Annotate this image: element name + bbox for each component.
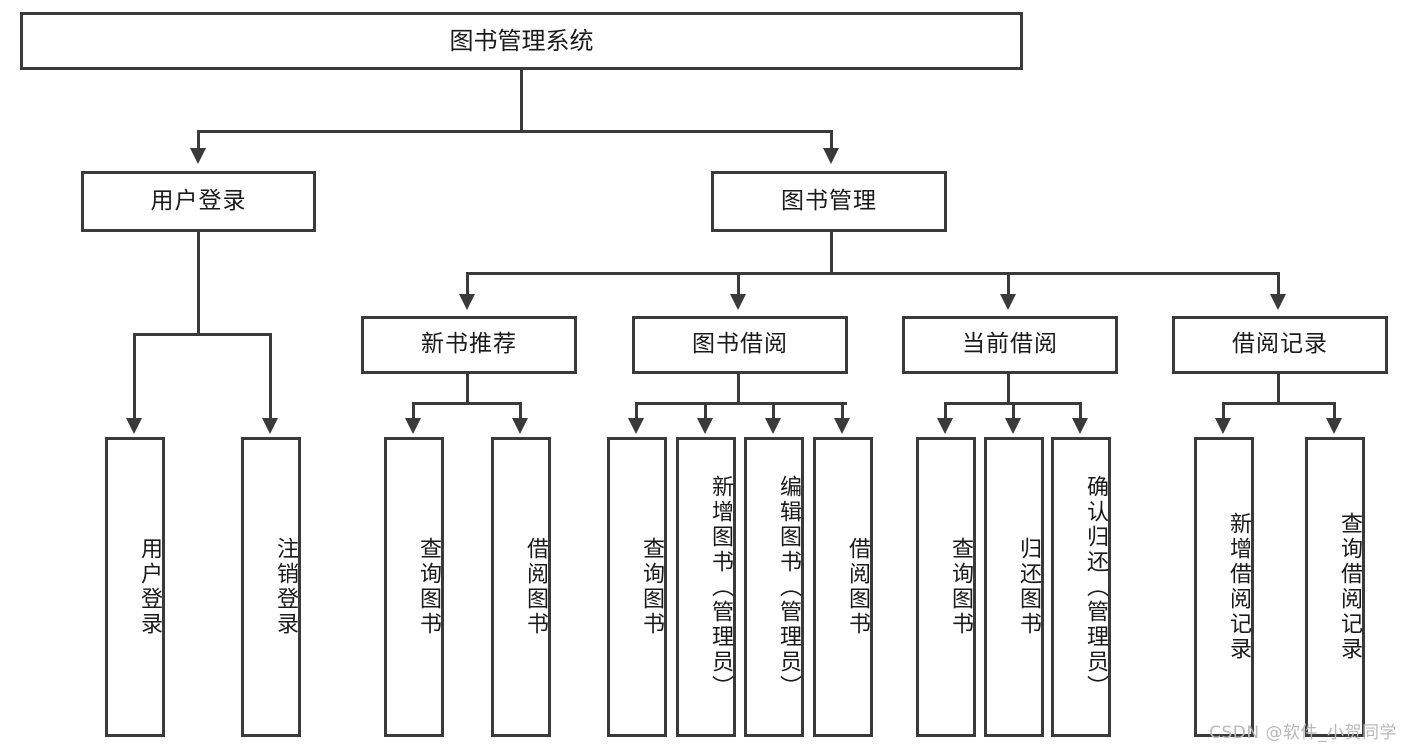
connector-br-drop-2 (1333, 402, 1336, 418)
node-label: 借阅图书 (845, 537, 870, 637)
connector-bb-bus (635, 402, 847, 405)
arrow-to-bb-leaf-2 (697, 418, 713, 434)
node-label: 新书推荐 (421, 331, 517, 358)
leaf-query-borrow-record[interactable]: 查询借阅记录 (1305, 437, 1365, 737)
connector-bm-drop-2 (737, 272, 740, 294)
leaf-query-books-bb[interactable]: 查询图书 (607, 437, 667, 737)
arrow-to-bb-leaf-4 (834, 418, 850, 434)
leaf-borrow-books-nbr[interactable]: 借阅图书 (491, 437, 551, 737)
node-label: 查询图书 (416, 537, 441, 637)
leaf-confirm-return-admin[interactable]: 确认归还（管理员） (1051, 437, 1111, 737)
connector-user-login-trunk (197, 232, 200, 335)
leaf-logout[interactable]: 注销登录 (241, 437, 301, 737)
node-label: 注销登录 (273, 537, 298, 637)
node-label: 查询图书 (639, 537, 664, 637)
arrow-to-borrow-record (1270, 294, 1286, 310)
connector-nbr-drop-2 (519, 402, 522, 418)
connector-bb-drop-3 (772, 402, 775, 418)
arrow-to-nbr-leaf-1 (405, 418, 421, 434)
arrow-to-cb-leaf-3 (1072, 418, 1088, 434)
connector-bb-trunk (737, 374, 740, 404)
connector-bb-drop-4 (841, 402, 844, 418)
connector-bb-drop-2 (704, 402, 707, 418)
node-book-management[interactable]: 图书管理 (711, 171, 947, 232)
leaf-add-book-admin[interactable]: 新增图书（管理员） (676, 437, 736, 737)
connector-book-management-trunk (830, 232, 833, 274)
connector-nbr-bus (412, 402, 522, 405)
node-new-book-recommend[interactable]: 新书推荐 (361, 316, 577, 374)
connector-user-login-drop-1 (133, 333, 136, 418)
connector-cb-drop-2 (1012, 402, 1015, 418)
arrow-to-book-management (823, 148, 839, 164)
node-label: 编辑图书（管理员） (776, 474, 801, 700)
connector-cb-trunk (1007, 374, 1010, 404)
arrow-to-user-login-leaf-1 (126, 418, 142, 434)
leaf-add-borrow-record[interactable]: 新增借阅记录 (1194, 437, 1254, 737)
leaf-query-books-cb[interactable]: 查询图书 (916, 437, 976, 737)
node-label: 图书借阅 (692, 331, 788, 358)
connector-br-bus (1222, 402, 1336, 405)
node-label: 新增借阅记录 (1226, 512, 1251, 662)
arrow-to-current-borrow (1000, 294, 1016, 310)
connector-root-bus (197, 130, 833, 133)
arrow-to-bb-leaf-3 (765, 418, 781, 434)
leaf-query-books-nbr[interactable]: 查询图书 (384, 437, 444, 737)
connector-nbr-trunk (466, 374, 469, 404)
node-label: 借阅图书 (523, 537, 548, 637)
node-label: 确认归还（管理员） (1083, 474, 1108, 700)
arrow-to-br-leaf-2 (1326, 418, 1342, 434)
arrow-to-book-borrow (730, 294, 746, 310)
connector-book-management-bus (466, 272, 1280, 275)
node-label: 当前借阅 (962, 331, 1058, 358)
node-label: 查询图书 (948, 537, 973, 637)
connector-root-drop-left (197, 130, 200, 150)
leaf-return-books[interactable]: 归还图书 (984, 437, 1044, 737)
connector-nbr-drop-1 (412, 402, 415, 418)
leaf-user-login[interactable]: 用户登录 (105, 437, 165, 737)
connector-bb-drop-1 (635, 402, 638, 418)
node-label: 图书管理系统 (449, 26, 594, 55)
connector-user-login-bus (133, 333, 272, 336)
arrow-to-br-leaf-1 (1215, 418, 1231, 434)
node-label: 归还图书 (1016, 537, 1041, 637)
arrow-to-new-book-recommend (459, 294, 475, 310)
connector-bm-drop-3 (1007, 272, 1010, 294)
node-current-borrow[interactable]: 当前借阅 (902, 316, 1118, 374)
connector-root-trunk (520, 70, 523, 132)
node-label: 图书管理 (781, 187, 877, 214)
connector-bm-drop-1 (466, 272, 469, 294)
node-user-login[interactable]: 用户登录 (81, 171, 316, 232)
node-label: 用户登录 (150, 187, 247, 214)
arrow-to-nbr-leaf-2 (512, 418, 528, 434)
arrow-to-user-login-leaf-2 (262, 418, 278, 434)
connector-user-login-drop-2 (269, 333, 272, 418)
leaf-edit-book-admin[interactable]: 编辑图书（管理员） (744, 437, 804, 737)
connector-bm-drop-4 (1277, 272, 1280, 294)
node-label: 借阅记录 (1232, 331, 1328, 358)
arrow-to-user-login (190, 148, 206, 164)
connector-br-drop-1 (1222, 402, 1225, 418)
connector-root-drop-right (830, 130, 833, 150)
node-borrow-record[interactable]: 借阅记录 (1172, 316, 1388, 374)
node-label: 查询借阅记录 (1337, 512, 1362, 662)
node-root-book-management-system[interactable]: 图书管理系统 (20, 12, 1023, 70)
node-label: 用户登录 (137, 537, 162, 637)
leaf-borrow-books-bb[interactable]: 借阅图书 (813, 437, 873, 737)
watermark-text: CSDN @软件_小贺同学 (1209, 723, 1397, 743)
arrow-to-cb-leaf-1 (937, 418, 953, 434)
node-label: 新增图书（管理员） (708, 474, 733, 700)
arrow-to-bb-leaf-1 (628, 418, 644, 434)
node-book-borrow[interactable]: 图书借阅 (632, 316, 848, 374)
connector-br-trunk (1277, 374, 1280, 404)
connector-cb-drop-3 (1079, 402, 1082, 418)
arrow-to-cb-leaf-2 (1005, 418, 1021, 434)
connector-cb-drop-1 (944, 402, 947, 418)
